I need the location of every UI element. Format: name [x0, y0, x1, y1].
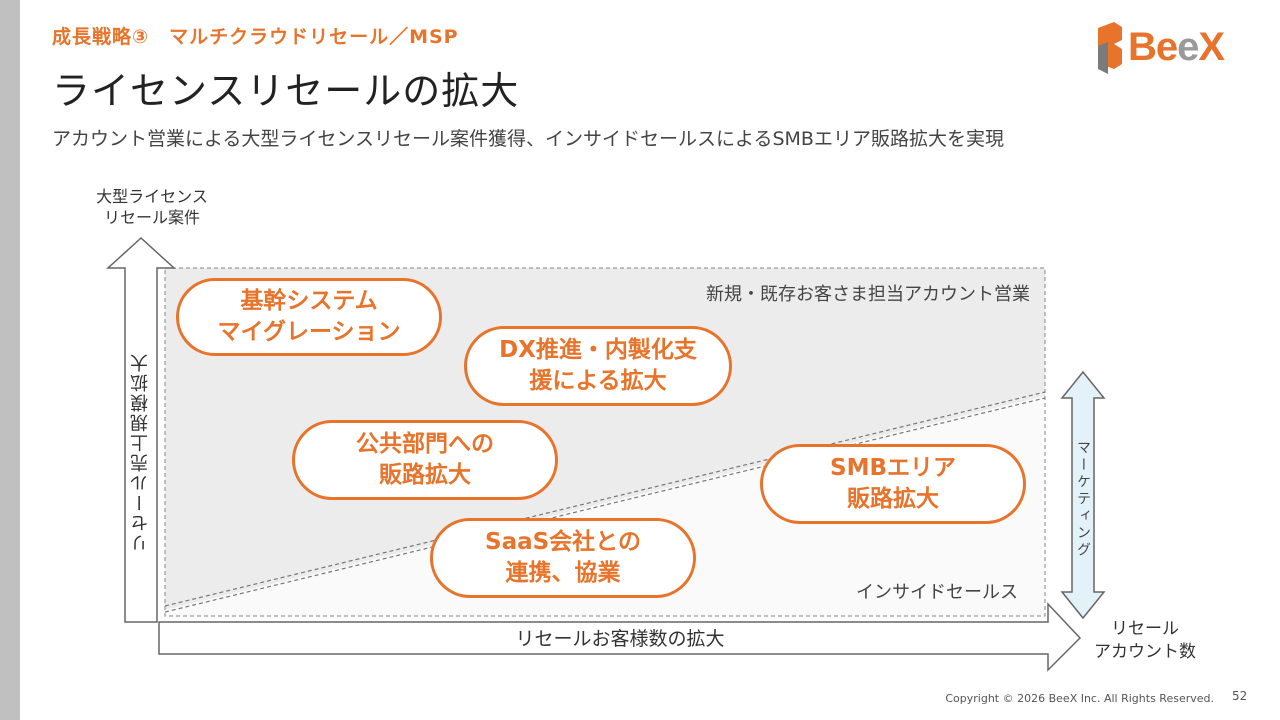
inside-sales-label: インサイドセールス	[856, 582, 1018, 603]
beex-logo-icon	[1098, 22, 1122, 74]
pill-saas-partnership: SaaS会社との 連携、協業	[430, 518, 696, 598]
y-axis-top-label: 大型ライセンス リセール案件	[96, 187, 208, 227]
marketing-double-arrow	[1060, 370, 1106, 620]
x-axis-label: リセールお客様数の拡大	[515, 628, 725, 650]
diagonal-separator	[164, 391, 1046, 607]
pill-dx-support: DX推進・内製化支 援による拡大	[464, 326, 732, 406]
pill-core-system-migration: 基幹システム マイグレーション	[176, 278, 442, 356]
beex-logo-text: BeeX	[1128, 25, 1225, 69]
account-sales-label: 新規・既存お客さま担当アカウント営業	[706, 284, 1030, 305]
pill-public-sector: 公共部門への 販路拡大	[292, 420, 558, 500]
region-dashed-frame	[164, 267, 1046, 617]
pill-smb-area: SMBエリア 販路拡大	[760, 444, 1026, 524]
page-subtitle: アカウント営業による大型ライセンスリセール案件獲得、インサイドセールスによるSM…	[52, 128, 1004, 150]
y-axis-arrow	[106, 236, 176, 623]
page-number: 52	[1232, 689, 1248, 703]
x-axis-end-label: リセール アカウント数	[1094, 619, 1196, 662]
diagonal-separator	[164, 397, 1046, 613]
marketing-label: マーケティング	[1075, 440, 1091, 559]
section-label: 成長戦略③ マルチクラウドリセール／MSP	[52, 26, 459, 48]
left-side-bar	[0, 0, 20, 720]
page-title: ライセンスリセールの拡大	[52, 69, 520, 113]
copyright-text: Copyright © 2026 BeeX Inc. All Rights Re…	[945, 692, 1214, 705]
y-axis-side-label: リセール売上規模拡大	[130, 352, 151, 552]
x-axis-arrow	[158, 602, 1082, 672]
